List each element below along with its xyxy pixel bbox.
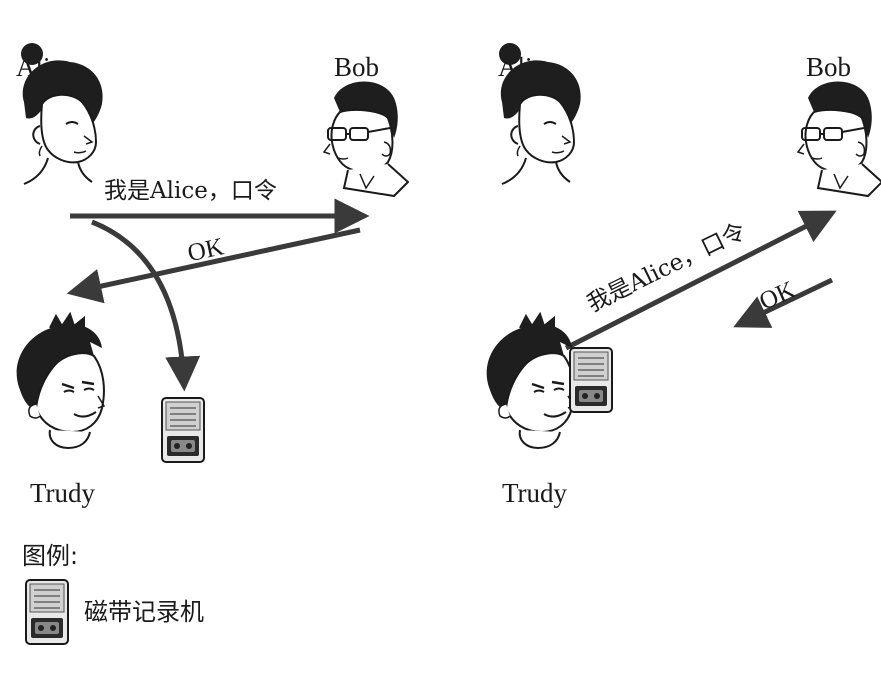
right-scene: Alice Bob 我是Alice，口令 OK Trudy <box>485 42 881 508</box>
tape-recorder-icon <box>161 397 205 463</box>
recording-arrow <box>91 219 201 392</box>
ok-arrow-left <box>66 227 361 304</box>
tape-recorder-icon <box>569 347 613 413</box>
bob-label-left: Bob <box>334 52 379 82</box>
bob-icon <box>797 80 881 197</box>
legend-recorder-label: 磁带记录机 <box>84 598 204 626</box>
replay-arrow-right <box>564 210 837 351</box>
legend-title: 图例: <box>22 542 78 570</box>
tape-recorder-icon <box>25 579 69 645</box>
alice-icon <box>20 42 104 185</box>
message-label-left: 我是Alice，口令 <box>104 178 277 204</box>
bob-label-right: Bob <box>806 52 851 82</box>
alice-icon <box>498 42 582 185</box>
trudy-label-right: Trudy <box>502 478 568 508</box>
ok-arrow-right <box>733 277 834 328</box>
ok-label-right: OK <box>755 276 799 315</box>
trudy-icon <box>485 312 576 450</box>
trudy-label-left: Trudy <box>30 478 96 508</box>
legend: 图例: 磁带记录机 <box>22 542 204 645</box>
bob-icon <box>323 80 409 197</box>
left-scene: Alice Bob 我是Alice，口令 OK Trudy <box>15 42 409 508</box>
trudy-icon <box>15 312 106 450</box>
